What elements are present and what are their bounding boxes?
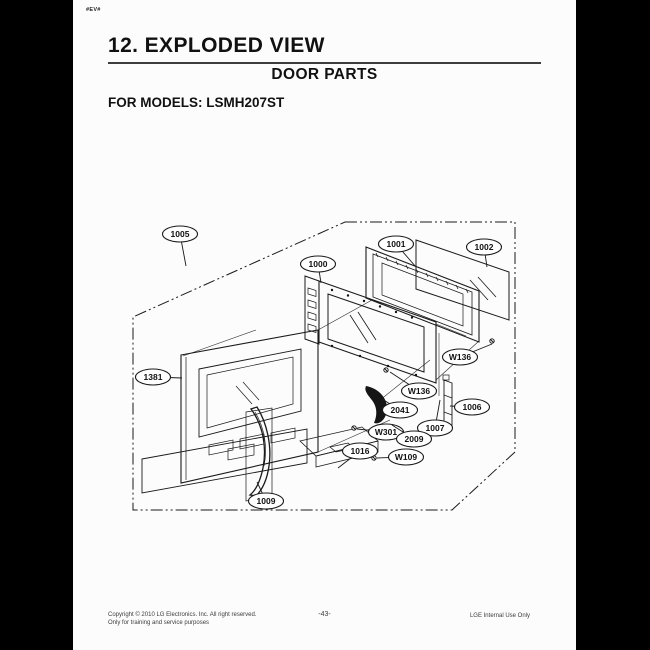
footer-copyright: Copyright © 2010 LG Electronics. Inc. Al… xyxy=(108,612,257,626)
callout-label: W109 xyxy=(395,452,417,462)
callout-label: 1016 xyxy=(351,446,370,456)
callout-1381: 1381 xyxy=(134,368,183,386)
latch-lever xyxy=(365,386,388,424)
callout-label: 1381 xyxy=(144,372,163,382)
callout-label: 2041 xyxy=(391,405,410,415)
callout-label: 1005 xyxy=(171,229,190,239)
models-line: FOR MODELS: LSMH207ST xyxy=(108,95,285,110)
assembly-boundary xyxy=(132,221,516,511)
callout-1006: 1006 xyxy=(449,398,491,416)
callout-1000: 1000 xyxy=(299,255,337,284)
callout-label: 1007 xyxy=(426,423,445,433)
callout-label: 2009 xyxy=(405,434,424,444)
callout-label: 1000 xyxy=(309,259,328,269)
callout-label: 1009 xyxy=(257,496,276,506)
doc-code: #EV# xyxy=(86,7,101,13)
section-title: 12. EXPLODED VIEW xyxy=(108,34,541,64)
callout-label: 1006 xyxy=(463,402,482,412)
screw-icons xyxy=(351,338,495,461)
callout-W109: W109 xyxy=(376,448,425,466)
bottom-tray xyxy=(141,428,308,494)
footer-page-number: -43- xyxy=(318,611,331,618)
inner-door-frame xyxy=(365,246,480,343)
callout-W136: W136 xyxy=(389,371,438,400)
callout-1016: 1016 xyxy=(337,442,379,469)
callout-1009: 1009 xyxy=(247,481,285,510)
page-subtitle: DOOR PARTS xyxy=(271,66,378,83)
callout-label: W301 xyxy=(375,427,397,437)
exploded-view-diagram: 10051000100110021381W136W136204110061007… xyxy=(132,221,516,511)
callout-1007: 1007 xyxy=(416,399,454,437)
callout-1002: 1002 xyxy=(465,238,503,268)
callout-2041: 2041 xyxy=(381,398,419,419)
callout-2009: 2009 xyxy=(391,424,433,448)
callout-label: 1001 xyxy=(387,239,406,249)
door-body xyxy=(304,275,437,384)
callout-W136: W136 xyxy=(441,343,493,366)
callout-1005: 1005 xyxy=(161,225,199,267)
callout-label: W136 xyxy=(408,386,430,396)
front-door-frame xyxy=(141,329,319,494)
footer-internal-note: LGE Internal Use Only xyxy=(469,613,530,619)
callout-label: W136 xyxy=(449,352,471,362)
callout-label: 1002 xyxy=(475,242,494,252)
manual-page: #EV# 12. EXPLODED VIEW DOOR PARTS FOR MO… xyxy=(73,0,576,650)
callout-1001: 1001 xyxy=(377,235,417,268)
glass-panel xyxy=(415,239,510,321)
